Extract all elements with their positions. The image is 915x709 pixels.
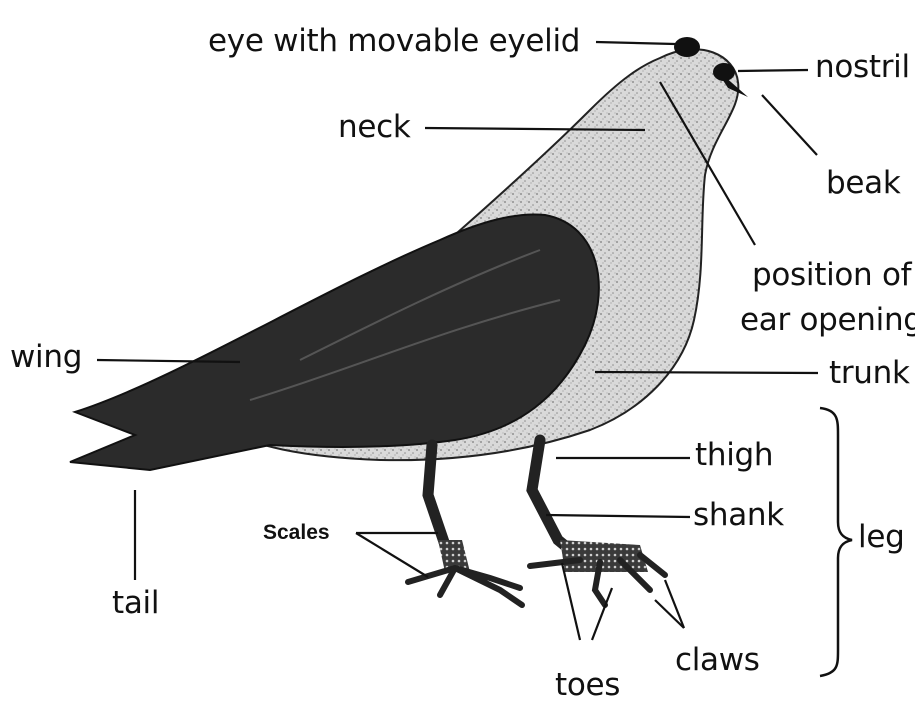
label-neck: neck <box>338 112 411 143</box>
leader-claws-2 <box>655 600 684 628</box>
leader-shank <box>546 515 690 517</box>
leader-trunk <box>595 372 818 373</box>
leader-nostril <box>738 70 808 71</box>
eye-mark <box>674 37 700 57</box>
leader-toes-1 <box>562 563 580 640</box>
leader-eye <box>596 42 675 44</box>
label-toes: toes <box>555 670 620 701</box>
label-ear-line2: ear opening <box>740 305 915 336</box>
label-shank: shank <box>693 500 784 531</box>
label-thigh: thigh <box>695 440 773 471</box>
label-tail: tail <box>112 588 159 619</box>
label-leg: leg <box>858 522 904 553</box>
left-toes <box>408 568 522 605</box>
leg-bracket <box>820 408 852 676</box>
leader-claws-1 <box>665 580 684 628</box>
leader-beak <box>762 95 817 155</box>
right-toes <box>530 555 665 605</box>
label-beak: beak <box>826 168 901 199</box>
label-ear-line1: position of <box>752 260 911 291</box>
label-trunk: trunk <box>829 358 910 389</box>
label-wing: wing <box>10 342 82 373</box>
right-foot-scales <box>560 540 648 572</box>
label-eye: eye with movable eyelid <box>208 26 580 57</box>
leader-scales-2 <box>356 533 428 577</box>
label-nostril: nostril <box>815 52 910 83</box>
label-claws: claws <box>675 645 760 676</box>
label-scales: Scales <box>263 522 330 543</box>
